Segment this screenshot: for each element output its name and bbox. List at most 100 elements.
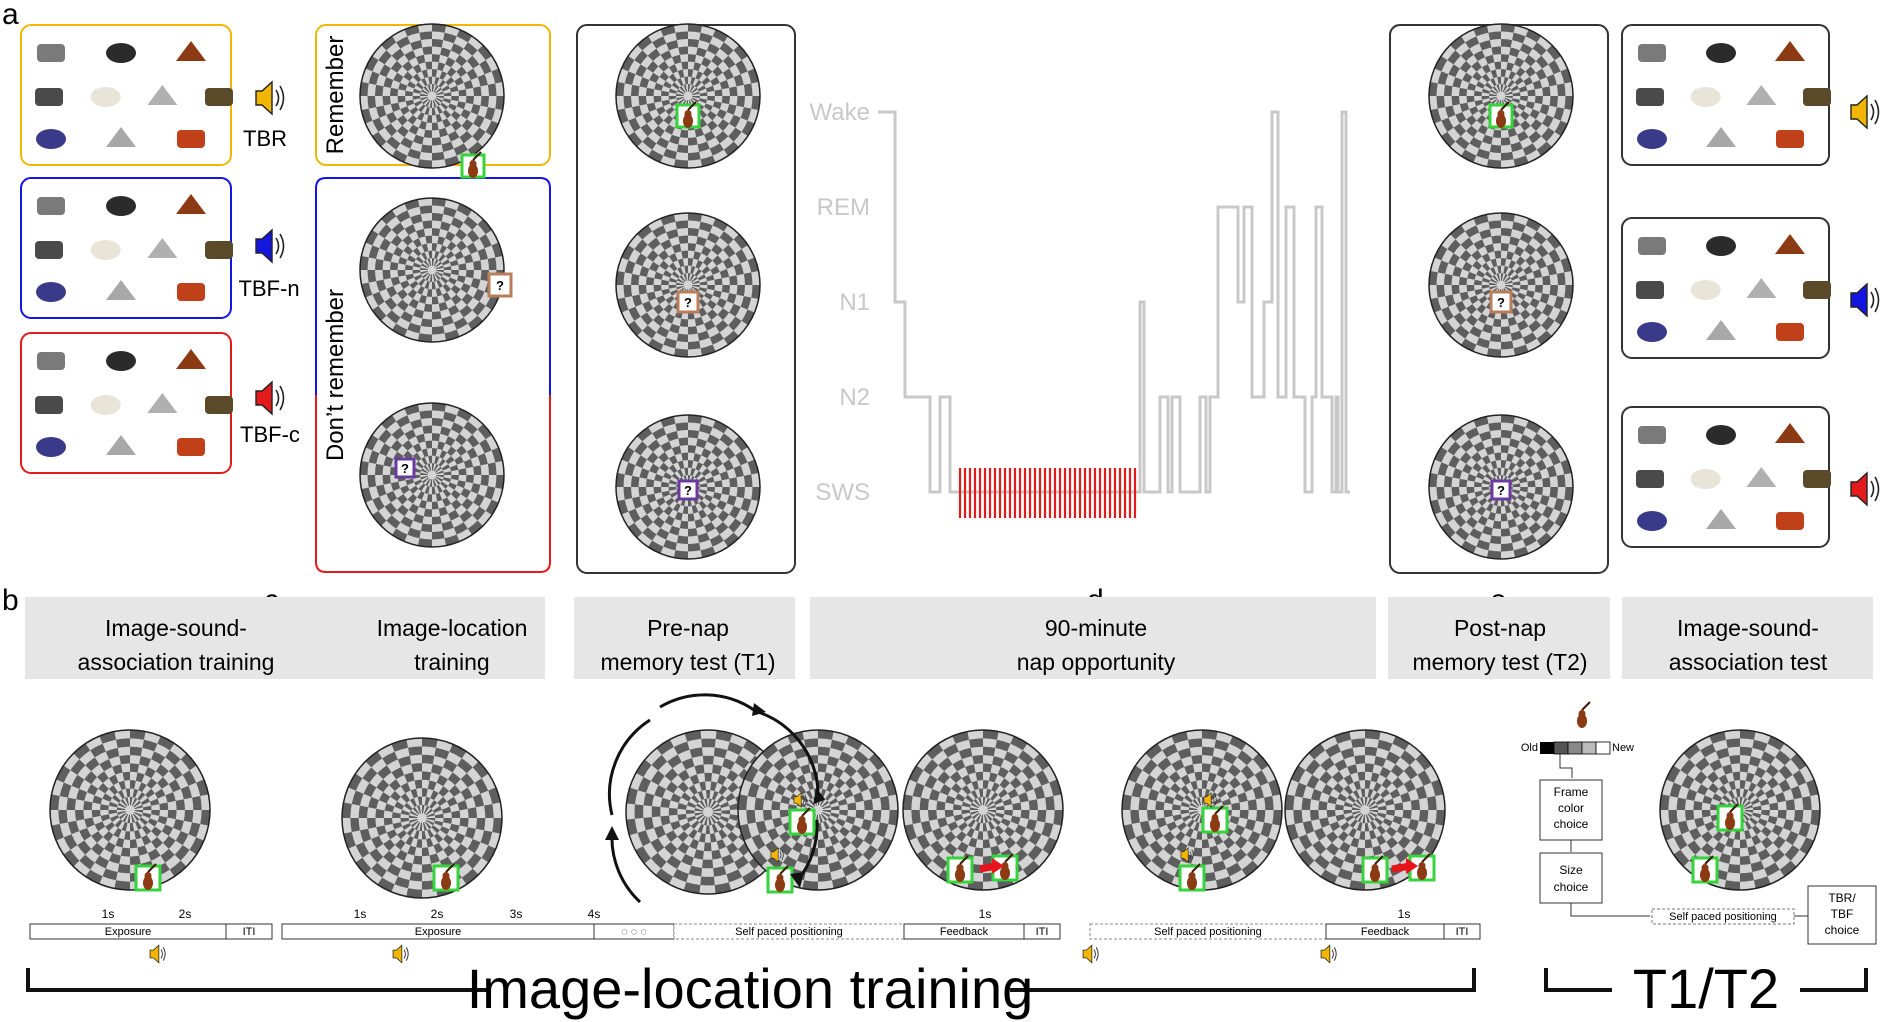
condition-speakers: TBR TBF-n TBF-c bbox=[238, 81, 300, 447]
box-icon bbox=[106, 435, 136, 455]
scissors-icon bbox=[1636, 470, 1664, 488]
svg-text:ITI: ITI bbox=[243, 926, 256, 938]
svg-text:Exposure: Exposure bbox=[415, 926, 461, 938]
c-frame-3a bbox=[788, 807, 816, 836]
t1-disc-1 bbox=[615, 23, 761, 169]
tbfn-speaker-icon bbox=[255, 229, 285, 263]
harmonica-icon bbox=[37, 352, 65, 370]
chili-icon bbox=[1776, 130, 1804, 148]
dice-icon bbox=[1636, 281, 1664, 299]
caption-line1-5: Image-sound- bbox=[1677, 615, 1819, 641]
gong-icon bbox=[205, 88, 233, 106]
tmr-cue-bars bbox=[958, 468, 1137, 518]
teapot-icon bbox=[1637, 511, 1667, 531]
violin-icon bbox=[1775, 41, 1805, 61]
panel-letter-a: a bbox=[2, 0, 19, 31]
remember-label: Remember bbox=[322, 36, 349, 155]
panel-letter-b: b bbox=[2, 584, 19, 617]
size-choice-box bbox=[1539, 852, 1603, 904]
hat-icon bbox=[1746, 278, 1777, 298]
tbfn-label: TBF-n bbox=[238, 276, 299, 301]
owl-icon bbox=[1803, 281, 1831, 299]
stage-label-rem: REM bbox=[817, 194, 870, 221]
b-exposure-seg: Exposure bbox=[29, 923, 227, 940]
tbfn-disc bbox=[359, 197, 505, 343]
d-frame-a bbox=[1201, 805, 1229, 834]
caption-line2-3: nap opportunity bbox=[1017, 649, 1176, 675]
svg-text:?: ? bbox=[684, 295, 692, 310]
caption-line1-1: Image-location bbox=[377, 615, 528, 641]
record-icon bbox=[176, 349, 206, 369]
drum-icon bbox=[36, 129, 66, 149]
svg-text:?: ? bbox=[1497, 295, 1505, 310]
t2-disc-2 bbox=[1428, 212, 1574, 358]
feedback-arrow-1 bbox=[1391, 858, 1418, 874]
c-iti-seg: ITI bbox=[1023, 923, 1061, 940]
cigarettes-icon bbox=[1638, 237, 1666, 255]
lips-icon bbox=[1706, 236, 1736, 256]
cat-icon bbox=[1690, 469, 1721, 489]
svg-text:?: ? bbox=[684, 483, 692, 498]
condition-boxes bbox=[20, 24, 233, 474]
toothbrush-icon bbox=[1636, 88, 1664, 106]
lips-icon bbox=[106, 196, 136, 216]
stage-label-wake: Wake bbox=[810, 99, 870, 126]
svg-text:Self paced positioning: Self paced positioning bbox=[735, 926, 843, 938]
svg-text:ITI: ITI bbox=[1036, 926, 1049, 938]
cigarettes-icon bbox=[37, 197, 65, 215]
svg-text:?: ? bbox=[401, 461, 409, 476]
t2-frame-1 bbox=[1488, 101, 1514, 129]
stage-captions: Image-sound-association trainingImage-lo… bbox=[25, 597, 1873, 679]
checkerboard-discs bbox=[49, 23, 1821, 899]
b-tick-2: 2s bbox=[179, 907, 192, 921]
caption-line1-4: Post-nap bbox=[1454, 615, 1546, 641]
hammer-icon bbox=[36, 282, 66, 302]
b-disc bbox=[49, 729, 211, 891]
association-test-boxes bbox=[1621, 24, 1880, 548]
rock-icon bbox=[106, 280, 136, 300]
tbr-label: TBR bbox=[243, 126, 287, 151]
test-tbr-speaker-icon bbox=[1850, 95, 1880, 129]
bottom-brackets bbox=[26, 968, 1868, 992]
tbfc-speaker-icon bbox=[255, 381, 285, 415]
caption-box-0 bbox=[25, 597, 545, 679]
c-exposure-seg: Exposure bbox=[281, 923, 595, 940]
record-icon bbox=[1775, 423, 1805, 443]
c-tick-1: 1s bbox=[354, 907, 367, 921]
svg-text:Feedback: Feedback bbox=[1361, 926, 1410, 938]
t2-frame-3: ? bbox=[1490, 479, 1512, 501]
caption-line1-2: Pre-nap bbox=[647, 615, 729, 641]
violin-icon bbox=[176, 41, 206, 61]
toothbrush-icon bbox=[35, 88, 63, 106]
caption-line1-3: 90-minute bbox=[1045, 615, 1147, 641]
hammer-icon bbox=[1637, 322, 1667, 342]
svg-text:?: ? bbox=[496, 278, 504, 293]
self-paced-box-e bbox=[1651, 908, 1795, 925]
training-bracket-label: Image-location training bbox=[467, 957, 1034, 1020]
caption-line2-4: memory test (T2) bbox=[1412, 649, 1587, 675]
dont-remember-box-top bbox=[315, 177, 551, 395]
caption-box-2 bbox=[810, 597, 1376, 679]
tbr-choice-line3: choice bbox=[1825, 923, 1860, 937]
svg-text:?: ? bbox=[1497, 483, 1505, 498]
size-choice-line1: Size bbox=[1559, 863, 1583, 877]
scissors-icon bbox=[35, 396, 63, 414]
pen-icon bbox=[205, 396, 233, 414]
t2-disc-1 bbox=[1428, 23, 1574, 169]
gong-icon bbox=[1803, 88, 1831, 106]
test-items-tbr bbox=[1636, 41, 1831, 149]
ring-icon bbox=[106, 127, 136, 147]
timeline-speaker-icon-0 bbox=[149, 944, 166, 964]
c-frame-4a bbox=[946, 855, 974, 884]
remember-disc bbox=[359, 23, 505, 169]
racket-icon bbox=[1776, 512, 1804, 530]
drum-icon bbox=[1637, 129, 1667, 149]
stage-label-n2: N2 bbox=[839, 384, 870, 411]
b-frame bbox=[134, 863, 162, 892]
e-frame-b bbox=[1691, 855, 1719, 884]
box-icon bbox=[1706, 509, 1736, 529]
timeline-speaker-icon-2 bbox=[1082, 944, 1099, 964]
test-items-tbfn bbox=[1636, 234, 1831, 342]
clock-icon bbox=[1706, 425, 1736, 445]
